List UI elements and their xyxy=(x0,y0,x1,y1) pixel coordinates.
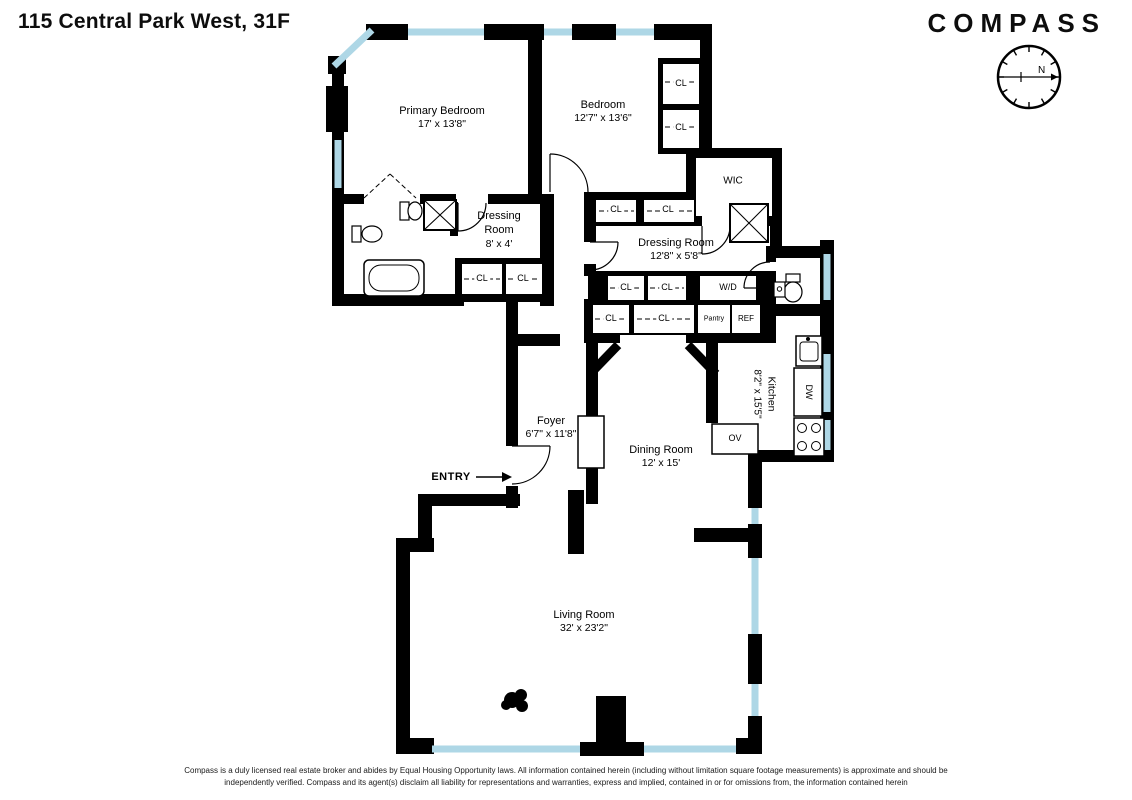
room-name: Primary Bedroom xyxy=(399,105,485,118)
toilet-icon xyxy=(351,225,383,243)
room-name: Dressing Room xyxy=(638,237,714,250)
room-dims: 17' x 13'8" xyxy=(417,118,467,131)
compass-logo: COMPASS xyxy=(927,8,1106,38)
page-title: 115 Central Park West, 31F xyxy=(18,10,291,33)
door-swings xyxy=(457,153,771,485)
stove-icon xyxy=(793,417,825,457)
closet-label: CL xyxy=(659,282,675,294)
shower-icon xyxy=(423,199,457,231)
room-label-foyer: Foyer 6'7" x 11'8" xyxy=(526,414,577,442)
room-label-living-room: Living Room 32' x 23'2" xyxy=(553,608,614,636)
dishwasher-box xyxy=(793,367,823,417)
room-label-bedroom: Bedroom 12'7" x 13'6" xyxy=(574,98,632,126)
entry-arrow-icon xyxy=(476,472,512,482)
disclaimer: Compass is a duly licensed real estate b… xyxy=(0,765,1132,790)
fixtures xyxy=(351,199,825,712)
closet-label: CL xyxy=(474,273,490,285)
bathtub-icon xyxy=(363,259,425,297)
sink-icon xyxy=(399,201,423,221)
room-name: Bedroom xyxy=(580,99,626,112)
room-dims: 12' x 15' xyxy=(641,457,681,470)
kitchen-sink-icon xyxy=(795,335,823,367)
decor-blob xyxy=(501,689,528,712)
pantry-label: Pantry xyxy=(702,314,726,324)
room-label-kitchen: Kitchen 8'2" x 15'5" xyxy=(751,369,778,418)
refrigerator-label: REF xyxy=(737,313,755,325)
oven-label: OV xyxy=(728,433,742,444)
closet-label: CL xyxy=(660,204,676,216)
closet-label: CL xyxy=(603,313,619,325)
dishwasher-label: DW xyxy=(803,384,814,400)
shower-icon-2 xyxy=(729,203,769,243)
room-name: Kitchen xyxy=(765,376,778,412)
closet-label: CL xyxy=(608,204,624,216)
closet-label: CL xyxy=(656,313,672,325)
washer-dryer-label: W/D xyxy=(717,282,739,294)
north-label: N xyxy=(1038,65,1045,76)
closet-label: CL xyxy=(515,273,531,285)
windows xyxy=(331,27,831,753)
room-label-dressing-room-2: Dressing Room 12'8" x 5'8" xyxy=(638,236,714,264)
entry-label: ENTRY xyxy=(431,470,471,483)
wic-label: WIC xyxy=(721,174,745,188)
foyer-builtin xyxy=(577,415,605,469)
closet-label: CL xyxy=(673,78,689,90)
room-dims: 12'7" x 13'6" xyxy=(574,112,632,125)
room-name: Foyer xyxy=(536,415,566,428)
room-dims: 6'7" x 11'8" xyxy=(525,428,577,441)
closet-label: CL xyxy=(618,282,634,294)
room-name: Dressing Room xyxy=(477,209,521,237)
oven-box xyxy=(711,423,759,455)
sink-icon-2 xyxy=(773,281,786,298)
room-name: Living Room xyxy=(553,609,615,622)
room-dims: 12'8" x 5'8" xyxy=(650,250,702,263)
disclaimer-line-2: independently verified. Compass and its … xyxy=(224,778,908,788)
room-name: Dining Room xyxy=(629,444,693,457)
room-dims: 8'2" x 15'5" xyxy=(751,369,763,419)
disclaimer-line-1: Compass is a duly licensed real estate b… xyxy=(184,766,948,775)
compass-rose-icon: N xyxy=(996,44,1062,110)
room-label-dressing-room-1: Dressing Room 8' x 4' xyxy=(470,209,528,251)
room-label-dining-room: Dining Room 12' x 15' xyxy=(629,443,693,471)
angled-walls xyxy=(586,341,720,378)
toilet-icon-2 xyxy=(783,273,803,303)
room-dims: 32' x 23'2" xyxy=(559,622,609,635)
room-dims: 8' x 4' xyxy=(485,237,513,250)
closet-label: CL xyxy=(673,122,689,134)
room-label-primary-bedroom: Primary Bedroom 17' x 13'8" xyxy=(399,104,485,132)
